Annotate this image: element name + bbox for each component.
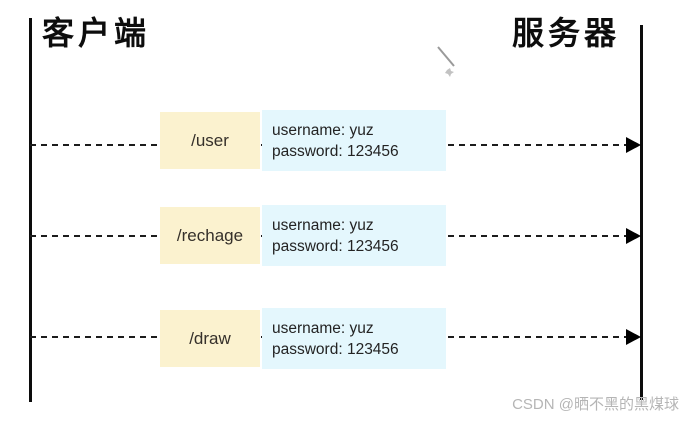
arrowhead-icon <box>626 329 641 345</box>
server-title: 服务器 <box>512 15 621 51</box>
arrowhead-icon <box>626 228 641 244</box>
endpoint-box-user: /user <box>160 112 260 169</box>
endpoint-box-draw: /draw <box>160 310 260 367</box>
param-username: username: yuz <box>272 216 374 234</box>
params-box-user: username: yuz password: 123456 <box>262 110 446 171</box>
params-box-rechage: username: yuz password: 123456 <box>262 205 446 266</box>
server-lifeline <box>640 25 643 400</box>
param-password: password: 123456 <box>272 340 399 358</box>
endpoint-label: /draw <box>189 328 231 348</box>
endpoint-label: /user <box>191 130 229 150</box>
mouse-cursor-artifact <box>437 46 455 77</box>
csdn-watermark: CSDN @晒不黑的黑煤球 <box>512 396 679 413</box>
arrowhead-icon <box>626 137 641 153</box>
client-title: 客户端 <box>42 15 151 51</box>
param-username: username: yuz <box>272 319 374 337</box>
param-username: username: yuz <box>272 121 374 139</box>
params-box-draw: username: yuz password: 123456 <box>262 308 446 369</box>
endpoint-box-rechage: /rechage <box>160 207 260 264</box>
param-password: password: 123456 <box>272 142 399 160</box>
client-lifeline <box>29 18 32 402</box>
endpoint-label: /rechage <box>176 225 244 245</box>
param-password: password: 123456 <box>272 237 399 255</box>
